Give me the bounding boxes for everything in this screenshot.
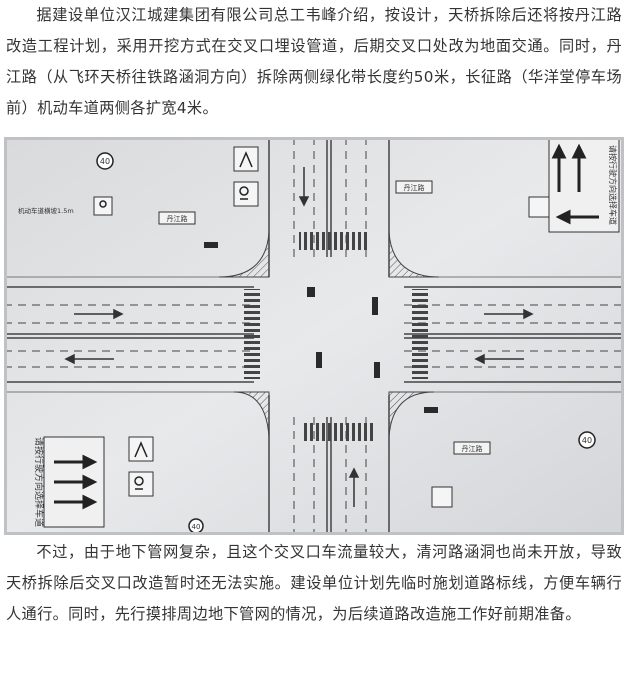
speed-sign-bottom-left: 40 xyxy=(188,518,204,534)
pictogram-signs xyxy=(93,146,550,508)
intersection-plan-drawing: 请按行驶方向选择车道 请按行驶方向选择车道 40 40 xyxy=(4,137,624,535)
svg-text:40: 40 xyxy=(100,157,110,166)
article-paragraph-2: 不过，由于地下管网复杂，且这个交叉口车流量较大，清河路涵洞也尚未开放，导致天桥拆… xyxy=(6,543,622,623)
island-top-left xyxy=(218,231,270,278)
svg-text:丹江路: 丹江路 xyxy=(404,183,425,192)
traffic-signals xyxy=(204,242,438,413)
note-left: 机动车道横坡1.5m xyxy=(18,206,74,215)
lane-arrows xyxy=(64,167,534,507)
sign-top-right-text: 请按行驶方向选择车道 xyxy=(608,145,618,225)
horizontal-road xyxy=(4,276,624,393)
sign-bottom-left-text: 请按行驶方向选择车道 xyxy=(33,437,45,527)
island-top-right xyxy=(388,231,440,278)
crosswalk-north xyxy=(299,232,369,250)
island-bottom-left xyxy=(233,391,270,438)
svg-text:丹江路: 丹江路 xyxy=(462,444,483,453)
pictogram-marks xyxy=(99,151,253,490)
svg-text:丹江路: 丹江路 xyxy=(167,214,188,223)
intersection-plan-photo: 请按行驶方向选择车道 请按行驶方向选择车道 40 40 xyxy=(4,137,624,535)
road-name-tags: 丹江路 丹江路 丹江路 xyxy=(158,180,491,455)
svg-text:40: 40 xyxy=(582,436,592,445)
sign-top-right: 请按行驶方向选择车道 xyxy=(548,137,620,233)
crosswalk-west xyxy=(244,289,260,379)
article-paragraph-1: 据建设单位汉江城建集团有限公司总工韦峰介绍，按设计，天桥拆除后还将按丹江路改造工… xyxy=(6,6,622,117)
speed-sign-bottom-right: 40 xyxy=(578,431,596,449)
crosswalk-east xyxy=(412,289,428,379)
svg-text:40: 40 xyxy=(192,523,201,531)
sign-bottom-left: 请按行驶方向选择车道 xyxy=(33,436,105,528)
island-bottom-right xyxy=(388,391,435,438)
crosswalk-south xyxy=(304,423,374,441)
speed-sign-top-left: 40 xyxy=(96,152,114,170)
